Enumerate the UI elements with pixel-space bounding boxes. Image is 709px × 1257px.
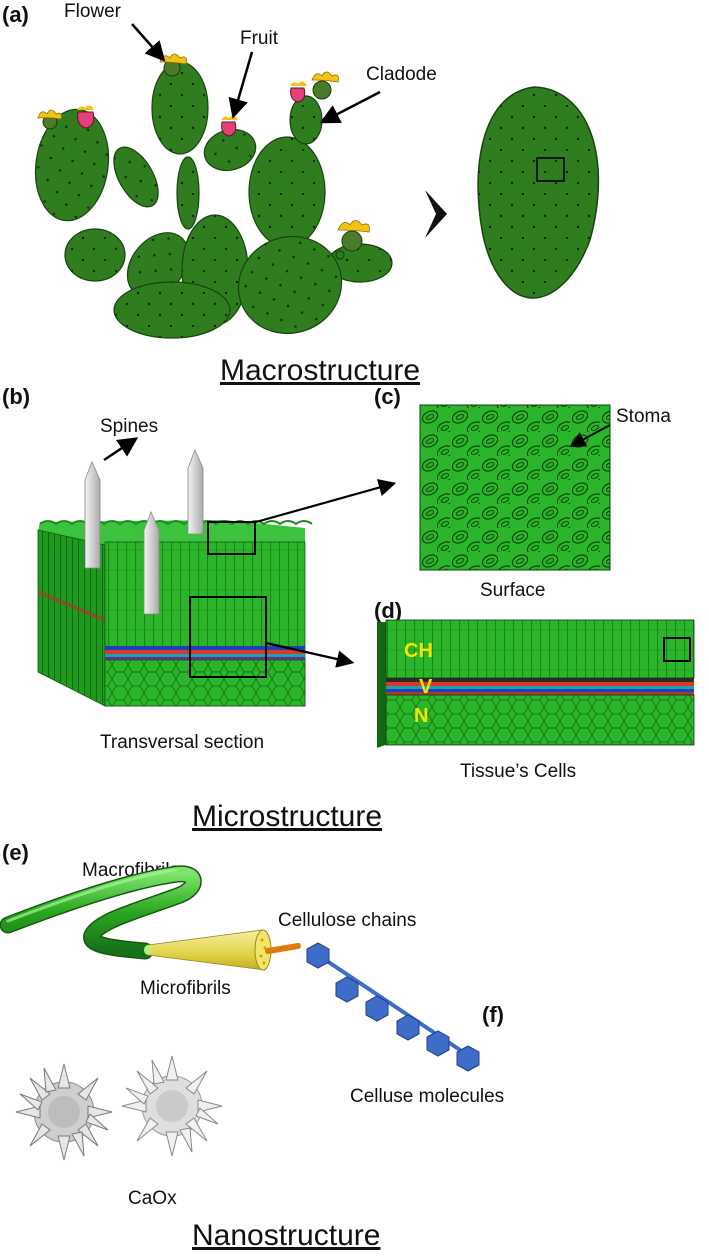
heading-microstructure: Microstructure — [192, 800, 382, 833]
panel-label-b: (b) — [2, 384, 30, 409]
label-ch: CH — [404, 640, 433, 662]
heading-nanostructure: Nanostructure — [192, 1219, 380, 1252]
panel-label-a: (a) — [2, 2, 29, 27]
label-spines: Spines — [100, 416, 158, 437]
heading-macrostructure: Macrostructure — [220, 354, 420, 387]
arrow-to-surface — [255, 479, 397, 524]
label-surface: Surface — [480, 580, 545, 601]
cladode-detail — [477, 86, 600, 299]
panel-label-d: (d) — [374, 598, 402, 623]
flower-right — [311, 71, 339, 100]
fruit-left — [77, 111, 95, 129]
flowers — [37, 53, 370, 252]
flower-top — [159, 53, 187, 77]
spine-3 — [143, 510, 160, 615]
label-n: N — [414, 705, 428, 727]
fruit-middle — [221, 121, 237, 137]
panel-label-e: (e) — [2, 840, 29, 865]
label-microfibrils: Microfibrils — [140, 978, 231, 999]
spine-1 — [84, 460, 101, 569]
tissue-cells-panel — [377, 619, 695, 748]
label-stoma: Stoma — [616, 406, 671, 427]
label-tissue-cells: Tissue’s Cells — [460, 761, 576, 782]
spine-2 — [187, 448, 204, 535]
flower-lower-right — [337, 220, 370, 252]
label-v: V — [419, 676, 433, 698]
panel-label-c: (c) — [374, 384, 401, 409]
flower-left — [37, 109, 62, 130]
surface-stomata-panel — [419, 404, 611, 571]
label-cladode: Cladode — [366, 64, 437, 85]
caox-crystal-2 — [121, 1055, 223, 1157]
label-fruit: Fruit — [240, 28, 279, 49]
arrow-spines — [103, 437, 139, 462]
macrofibril-tube — [0, 865, 202, 960]
fruit-right — [290, 87, 306, 103]
panel-label-f: (f) — [482, 1002, 504, 1027]
arrow-fruit — [228, 51, 254, 119]
arrow-flower — [131, 23, 166, 62]
cellulose-molecule-chain — [306, 942, 480, 1072]
arrow-to-tissue — [265, 641, 355, 668]
cellulose-chain-rod — [265, 943, 301, 954]
microfibril-cone — [144, 929, 272, 971]
label-flower: Flower — [64, 1, 122, 22]
zoom-box-cladode — [536, 157, 565, 182]
label-caox: CaOx — [128, 1188, 177, 1209]
cactus-plant-illustration — [34, 61, 393, 339]
chevron-right-icon — [425, 190, 447, 238]
caox-crystal-1 — [15, 1063, 113, 1161]
zoom-box-section — [189, 596, 267, 678]
zoom-box-cell — [663, 637, 691, 662]
label-cellulose-chains: Cellulose chains — [278, 910, 416, 931]
label-transversal-section: Transversal section — [100, 732, 264, 753]
zoom-box-surface — [207, 521, 256, 555]
tissue-block-3d — [37, 448, 313, 707]
label-celluse-molecules: Celluse molecules — [350, 1086, 504, 1107]
arrow-stoma — [569, 424, 611, 447]
arrow-cladode — [319, 90, 381, 124]
